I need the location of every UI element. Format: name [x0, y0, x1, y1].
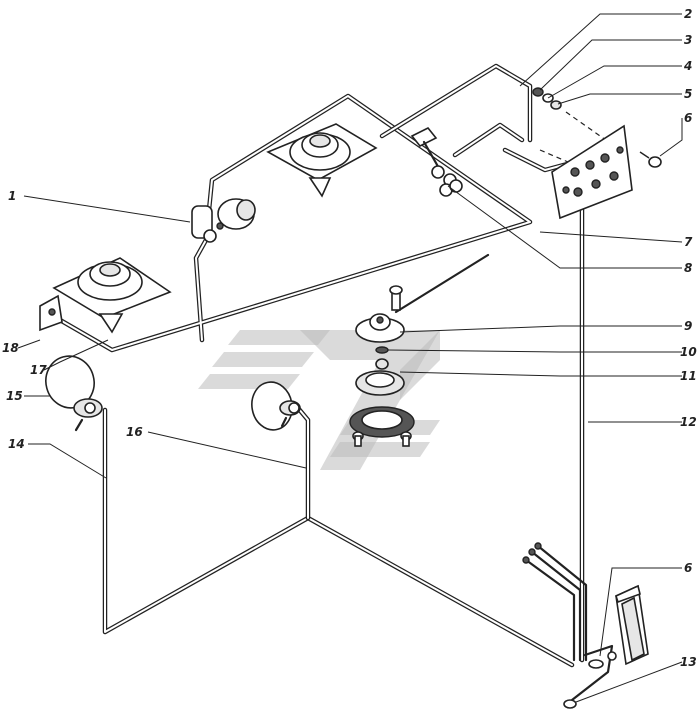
watermark-logo — [198, 330, 440, 470]
screw-6 — [639, 151, 662, 168]
lamp-16 — [251, 381, 301, 431]
callout-6: 6 — [684, 111, 692, 125]
part-1-motor — [191, 198, 256, 243]
callout-5: 5 — [684, 87, 692, 101]
callout-14: 14 — [8, 437, 25, 451]
callout-13: 13 — [680, 655, 697, 669]
callout-6-lower: 6 — [684, 561, 692, 575]
callout-4: 4 — [683, 59, 692, 73]
callout-12: 12 — [680, 415, 697, 429]
upper-lamp-plate — [266, 123, 378, 198]
callout-8: 8 — [684, 261, 692, 275]
callout-15: 15 — [6, 389, 23, 403]
callout-9: 9 — [684, 319, 692, 333]
leader-lines — [17, 13, 683, 703]
bracket-13 — [563, 584, 649, 709]
lamp-15 — [45, 355, 103, 432]
cable-clip-8 — [410, 126, 463, 197]
exploded-assembly — [349, 285, 415, 447]
callout-1: 1 — [8, 189, 16, 203]
callout-2: 2 — [684, 7, 692, 21]
callouts: 1 2 3 4 5 6 7 8 9 10 11 12 6 13 14 15 16… — [2, 7, 697, 669]
callout-3: 3 — [684, 33, 692, 47]
left-lamp-plate — [39, 257, 172, 334]
callout-17: 17 — [30, 363, 47, 377]
callout-10: 10 — [680, 345, 697, 359]
callout-18: 18 — [2, 341, 19, 355]
callout-7: 7 — [684, 235, 693, 249]
cover-plate — [551, 124, 633, 220]
callout-16: 16 — [126, 425, 143, 439]
callout-11: 11 — [680, 369, 697, 383]
